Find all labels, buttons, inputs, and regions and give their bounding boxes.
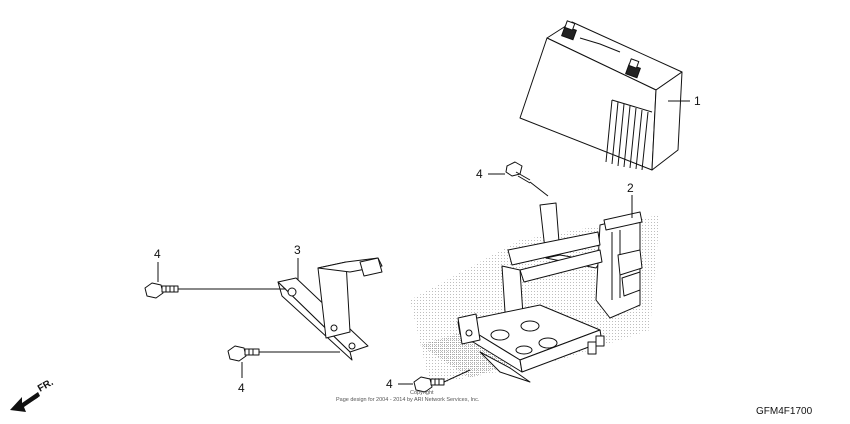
bolt-left-upper [144,282,179,299]
callout-3: 3 [294,243,301,257]
battery-terminal-right [625,58,641,79]
bolt-top [505,161,531,184]
callout-2: 2 [627,181,634,195]
battery-label-stripes [605,99,653,171]
stay [277,257,383,361]
bolt-left-lower [227,345,260,362]
copyright-line2: Page design for 2004 - 2014 by ARI Netwo… [336,397,480,403]
callout-4-top: 4 [476,167,483,181]
battery-terminal-left [561,20,577,41]
callout-4-left-upper: 4 [154,247,161,261]
leader-4-bottom-ext [443,369,471,383]
front-indicator-label: FR. [36,377,56,395]
figure-code: GFM4F1700 [756,406,813,417]
callout-4-bottom: 4 [386,377,393,391]
copyright-line1: Copyright [410,390,434,396]
callout-4-left-lower: 4 [238,381,245,395]
front-arrow-icon [10,392,40,412]
battery [519,20,683,171]
callout-1: 1 [694,94,701,108]
leader-4-top-ext [529,181,549,197]
